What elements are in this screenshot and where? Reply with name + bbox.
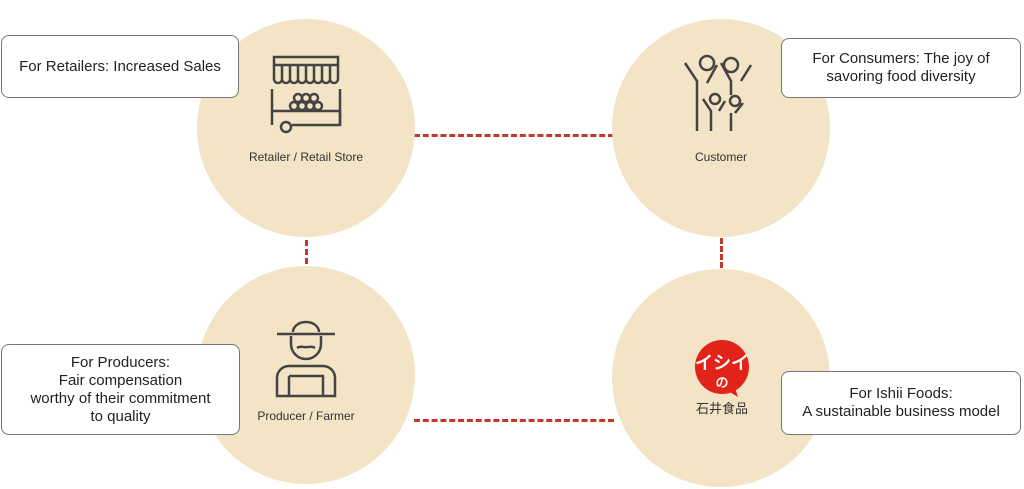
ishii-foods-logo: イシイ の 石井食品 — [695, 340, 749, 417]
producer-label: Producer / Farmer — [257, 409, 355, 423]
farmer-icon — [275, 320, 337, 398]
connector-retailer-producer — [305, 222, 308, 264]
customer-benefit-box: For Consumers: The joy of savoring food … — [781, 38, 1021, 98]
connector-customer-ishii — [720, 222, 723, 268]
people-group-icon — [683, 54, 753, 131]
connector-producer-ishii — [414, 419, 614, 422]
svg-text:イシイ: イシイ — [695, 353, 749, 374]
svg-text:の: の — [715, 376, 728, 391]
customer-label: Customer — [694, 150, 747, 164]
svg-text:石井食品: 石井食品 — [696, 401, 748, 417]
retailer-benefit-box: For Retailers: Increased Sales — [1, 35, 239, 98]
market-stall-icon — [270, 55, 342, 134]
ishii-benefit-box: For Ishii Foods: A sustainable business … — [781, 371, 1021, 435]
retailer-label: Retailer / Retail Store — [248, 150, 364, 164]
connector-retailer-customer — [414, 134, 614, 137]
producer-benefit-box: For Producers: Fair compensation worthy … — [1, 344, 240, 435]
